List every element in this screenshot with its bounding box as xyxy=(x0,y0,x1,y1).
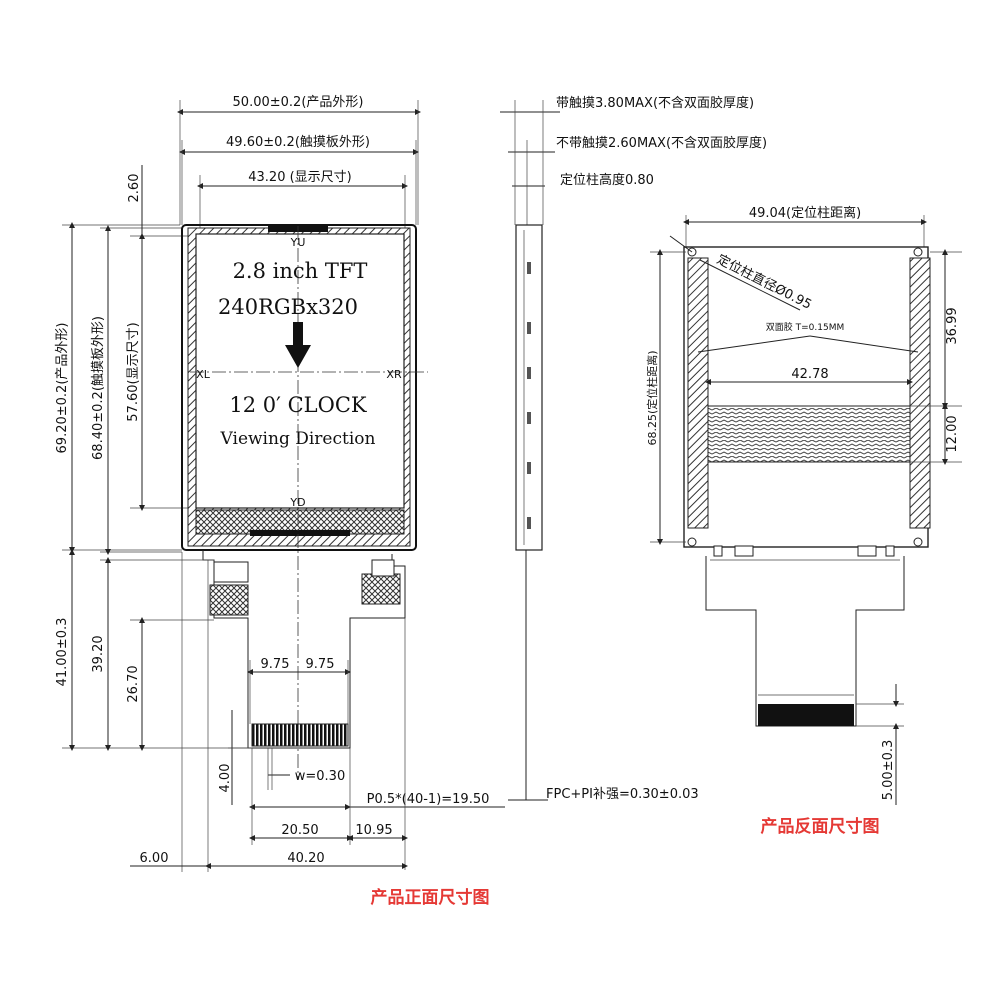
dim-top-offset: 2.60 xyxy=(127,174,142,203)
screen-size-label: 2.8 inch TFT xyxy=(233,259,368,283)
back-tape-area xyxy=(707,405,911,463)
dim-product-height: 69.20±0.2(产品外形) xyxy=(55,323,70,454)
screen-resolution-label: 240RGBx320 xyxy=(218,295,358,319)
side-profile xyxy=(515,224,543,551)
dim-touch-width: 49.60±0.2(触摸板外形) xyxy=(226,135,370,150)
back-view: 49.04(定位柱距离) 定位柱直径Ø0.95 双面胶 T=0.15MM 42.… xyxy=(645,205,962,837)
back-dim-36-99: 36.99 xyxy=(945,307,960,344)
viewing-direction-label: Viewing Direction xyxy=(220,429,376,449)
back-dim-5-00: 5.00±0.3 xyxy=(881,740,896,801)
fpc-pins xyxy=(251,723,349,747)
label-xr: XR xyxy=(386,368,402,381)
active-area xyxy=(195,233,405,509)
label-xl: XL xyxy=(196,368,211,381)
side-post-height: 定位柱高度0.80 xyxy=(560,172,654,188)
front-view: 50.00±0.2(产品外形) 49.60±0.2(触摸板外形) 43.20 (… xyxy=(55,95,505,908)
back-dim-42-78: 42.78 xyxy=(791,367,828,382)
front-caption: 产品正面尺寸图 xyxy=(371,887,490,908)
dim-display-width: 43.20 (显示尺寸) xyxy=(248,170,352,185)
dim-display-height: 57.60(显示尺寸) xyxy=(126,322,141,421)
back-fpc-stiffener xyxy=(758,704,854,726)
back-fpc-tail xyxy=(705,556,905,727)
back-post-vertical: 68.25(定位柱距离) xyxy=(645,350,659,445)
clock-label: 12 0′ CLOCK xyxy=(229,393,366,417)
dim-40-20: 40.20 xyxy=(287,851,324,866)
dim-product-width: 50.00±0.2(产品外形) xyxy=(233,95,364,110)
side-no-touch-thickness: 不带触摸2.60MAX(不含双面胶厚度) xyxy=(556,135,767,151)
back-dim-12-00: 12.00 xyxy=(945,415,960,452)
back-outline xyxy=(683,246,929,548)
dim-fpc-39: 39.20 xyxy=(91,635,106,672)
module-outline xyxy=(181,224,417,551)
side-view: 带触摸3.80MAX(不含双面胶厚度) 不带触摸2.60MAX(不含双面胶厚度)… xyxy=(500,95,767,802)
dim-fpc-4: 4.00 xyxy=(218,764,233,793)
dim-touch-height: 68.40±0.2(触摸板外形) xyxy=(91,316,106,460)
back-post-spacing: 49.04(定位柱距离) xyxy=(749,205,861,221)
dim-6-00: 6.00 xyxy=(140,851,169,866)
label-yu: YU xyxy=(290,236,306,249)
label-yd: YD xyxy=(289,496,305,509)
side-touch-thickness: 带触摸3.80MAX(不含双面胶厚度) xyxy=(556,95,754,111)
back-caption: 产品反面尺寸图 xyxy=(761,816,880,837)
dim-fpc-26: 26.70 xyxy=(126,665,141,702)
dim-half-right: 9.75 xyxy=(306,657,335,672)
dim-pin-width: w=0.30 xyxy=(295,769,345,784)
dim-20-50: 20.50 xyxy=(281,823,318,838)
dim-10-95: 10.95 xyxy=(355,823,392,838)
dim-half-left: 9.75 xyxy=(261,657,290,672)
viewing-arrow-icon xyxy=(285,322,311,368)
dim-pitch: P0.5*(40-1)=19.50 xyxy=(367,792,490,807)
back-tape-thickness: 双面胶 T=0.15MM xyxy=(766,321,844,333)
dim-fpc-total: 41.00±0.3 xyxy=(55,618,70,687)
side-fpc-stiffener: FPC+PI补强=0.30±0.03 xyxy=(546,787,699,802)
